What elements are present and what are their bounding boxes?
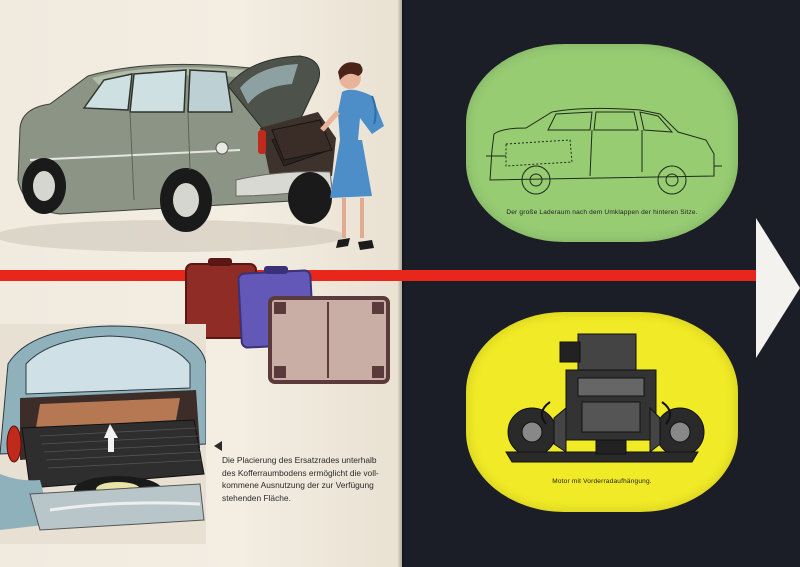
engine-suspension-drawing <box>505 333 705 463</box>
luggage-space-caption: Der große Laderaum nach dem Umklappen de… <box>506 209 698 216</box>
caption-line: stehenden Fläche. <box>222 492 291 503</box>
trunk-spare-wheel-illustration <box>0 324 206 544</box>
luggage-space-panel: Der große Laderaum nach dem Umklappen de… <box>466 44 738 242</box>
caption-line: Die Placierung des Ersatzrades unterhalb <box>222 455 377 465</box>
arrow-right-icon <box>756 218 800 358</box>
caption-line: des Kofferraumbodens ermöglicht die voll… <box>222 467 379 478</box>
engine-panel: Motor mit Vorderradaufhängung. <box>466 312 738 512</box>
triangle-left-icon <box>214 441 222 451</box>
caption-line: kommene Ausnutzung der zur Verfügung <box>222 480 374 491</box>
car-loading-illustration <box>0 55 384 252</box>
spare-wheel-caption: Die Placierung des Ersatzrades unterhalb… <box>222 454 402 504</box>
page-spine <box>398 0 406 567</box>
red-divider-stripe <box>0 270 758 281</box>
car-outline-drawing <box>486 107 722 195</box>
suitcases-illustration <box>185 258 390 384</box>
engine-caption: Motor mit Vorderradaufhängung. <box>552 478 652 485</box>
